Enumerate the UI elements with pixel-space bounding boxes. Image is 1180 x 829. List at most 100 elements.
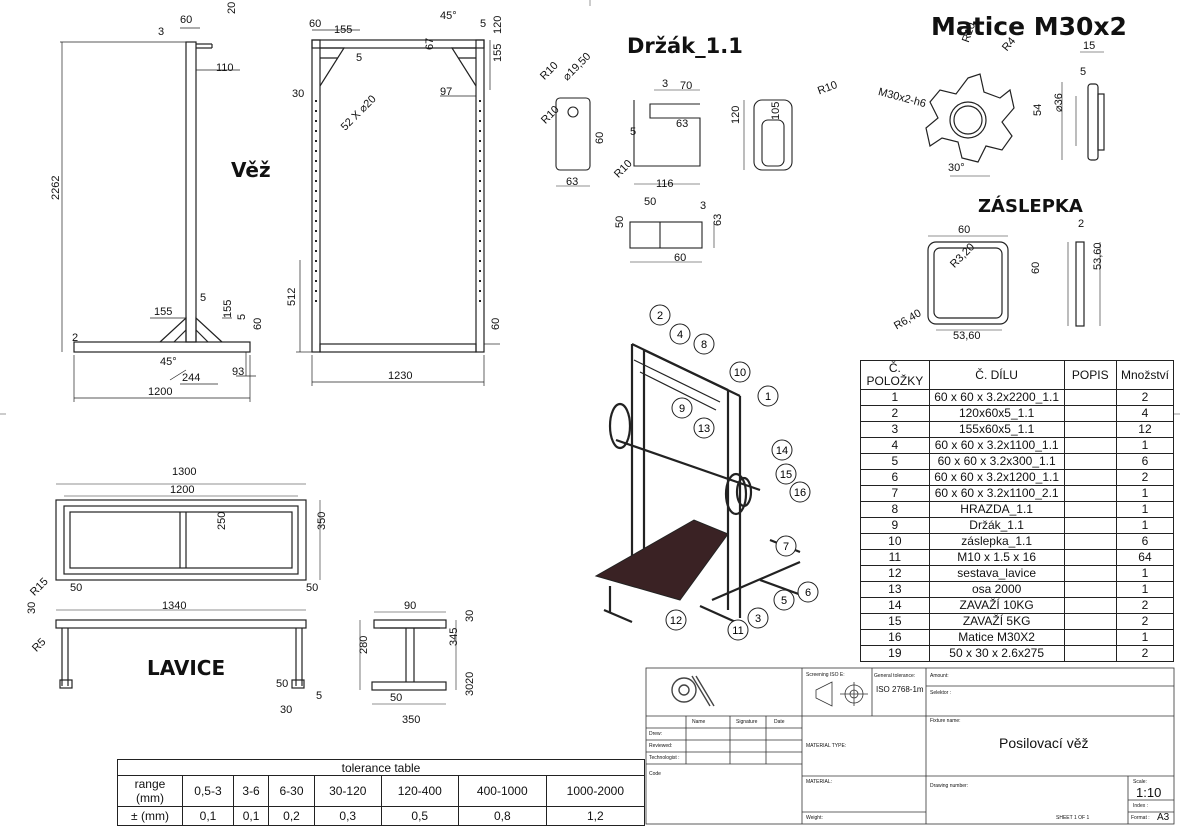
bom-description <box>1063 565 1117 582</box>
dim-matice: 30° <box>948 162 965 174</box>
balloon-circle <box>789 481 811 503</box>
dim-lavice: 50 <box>276 678 289 690</box>
bom-part-no: osa 2000 <box>928 581 1065 598</box>
bom-part-no: 155x60x5_1.1 <box>928 421 1065 438</box>
bom-part-no: záslepka_1.1 <box>928 533 1065 550</box>
material-type-label: MATERIAL TYPE: <box>806 743 847 749</box>
bom-header-qty: Množství <box>1115 360 1175 390</box>
matice-views <box>925 51 1105 177</box>
tolerance-range: 1000-2000 <box>545 775 646 807</box>
balloon-circle <box>665 609 687 631</box>
bom-item-no: 7 <box>860 485 930 502</box>
balloon-circle <box>649 304 671 326</box>
dim-vez-front: 5 <box>356 52 363 64</box>
balloon-circle <box>775 535 797 557</box>
bom-quantity: 2 <box>1115 613 1175 630</box>
bom-quantity: 1 <box>1115 437 1175 454</box>
dim-vez-side: 1200 <box>148 386 173 398</box>
bom-item-no: 19 <box>860 645 930 662</box>
bom-part-no: Matice M30X2 <box>928 629 1065 646</box>
dim-drzak: 120 <box>730 105 742 124</box>
bom-item-no: 4 <box>860 437 930 454</box>
balloon-label: 15 <box>780 469 792 481</box>
bom-item-no: 5 <box>860 453 930 470</box>
balloon-label: 8 <box>701 339 707 351</box>
dim-vez-front: 30 <box>292 88 305 100</box>
bom-part-no: 60 x 60 x 3.2x300_1.1 <box>928 453 1065 470</box>
reviewed-label: Reviewed: <box>649 743 673 749</box>
lavice-views <box>55 483 457 705</box>
bom-item-no: 11 <box>860 549 930 566</box>
dim-vez-side: 93 <box>232 366 245 378</box>
balloon-label: 7 <box>783 541 789 553</box>
bom-description <box>1063 645 1117 662</box>
tolerance-value: 0,3 <box>313 806 382 826</box>
dim-vez-front: 5 <box>480 18 487 30</box>
dim-vez-side: 60 <box>180 14 193 26</box>
drew-label: Drew: <box>649 731 663 737</box>
dim-vez-front: 512 <box>286 287 298 306</box>
dim-lavice: 280 <box>358 635 370 654</box>
bom-header-desc: POPIS <box>1063 360 1117 390</box>
range-label: range (mm) <box>117 775 183 807</box>
bom-header-item: Č. POLOŽKY <box>860 360 930 390</box>
dim-lavice: 350 <box>402 714 421 726</box>
bom-item-no: 14 <box>860 597 930 614</box>
dim-drzak: 63 <box>566 176 579 188</box>
tolerance-range: 6-30 <box>268 775 315 807</box>
dim-lavice: 345 <box>448 627 460 646</box>
company-logo <box>671 675 715 707</box>
dim-vez-front: 97 <box>440 86 453 98</box>
format-value: A3 <box>1157 812 1170 823</box>
scale-value: 1:10 <box>1136 785 1162 800</box>
bom-item-no: 16 <box>860 629 930 646</box>
dim-vez-side: 244 <box>182 372 201 384</box>
balloon-label: 13 <box>698 423 710 435</box>
selektor-label: Selektor : <box>930 690 952 696</box>
scale-label: Scale: <box>1133 779 1147 785</box>
dim-vez-side: 20 <box>226 1 238 14</box>
dim-drzak: 60 <box>674 252 687 264</box>
dim-vez-front: 120 <box>492 15 504 34</box>
dim-matice: 54 <box>1032 103 1044 116</box>
dim-zaslepka: 60 <box>958 224 971 236</box>
bom-quantity: 2 <box>1115 645 1175 662</box>
dim-vez-side: 2262 <box>50 175 62 200</box>
dim-drzak: 5 <box>630 126 637 138</box>
dim-vez-front: 155 <box>492 43 504 62</box>
dim-drzak: 105 <box>770 101 782 120</box>
bom-part-no: HRAZDA_1.1 <box>928 501 1065 518</box>
bom-quantity: 1 <box>1115 501 1175 518</box>
weight-label: Weight: <box>806 815 823 821</box>
dim-vez-front: 45° <box>440 10 457 22</box>
dim-lavice: 30 <box>464 609 476 622</box>
dim-lavice: 1200 <box>170 484 195 496</box>
bom-description <box>1063 389 1117 406</box>
bom-part-no: Držák_1.1 <box>928 517 1065 534</box>
bom-part-no: ZAVAŽÍ 10KG <box>928 597 1065 614</box>
fixture-name-label: Fixture name: <box>930 718 961 724</box>
dim-vez-side: 5 <box>236 313 248 320</box>
bom-part-no: 60 x 60 x 3.2x2200_1.1 <box>928 389 1065 406</box>
bom-quantity: 2 <box>1115 469 1175 486</box>
dim-lavice: 20 <box>464 671 476 684</box>
dim-matice: 5 <box>1080 66 1087 78</box>
balloon-circle <box>693 417 715 439</box>
tolerance-range: 120-400 <box>380 775 459 807</box>
bom-description <box>1063 485 1117 502</box>
dim-vez-side: 3 <box>158 26 165 38</box>
format-label: Format : <box>1131 815 1150 821</box>
tolerance-range: 30-120 <box>313 775 382 807</box>
dim-vez-front: 1230 <box>388 370 413 382</box>
